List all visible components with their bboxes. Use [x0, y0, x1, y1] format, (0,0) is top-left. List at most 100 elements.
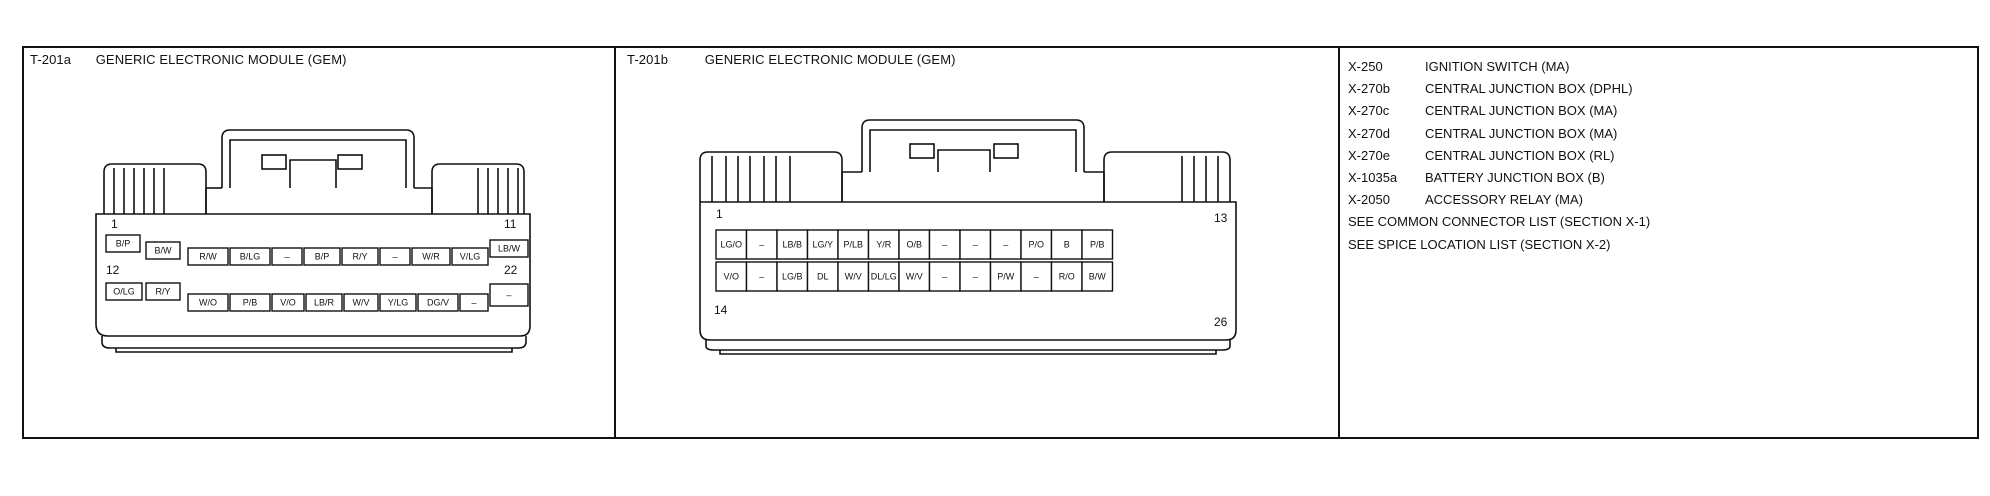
- connector-b-header: T-201b GENERIC ELECTRONIC MODULE (GEM): [627, 52, 956, 67]
- connector-a-top-pin-2-label: B/W: [155, 246, 173, 256]
- connector-b-bottom-pin-16-box: [776, 261, 809, 292]
- connector-b-bottom-pin-17-label: DL: [817, 272, 829, 282]
- connector-a-top-pin-2: B/W: [145, 241, 181, 260]
- connector-b-top-pin-9-label: –: [973, 240, 978, 250]
- connector-b-top-pin-9-box: [959, 229, 992, 260]
- connector-b-bottom-pin-14: V/O: [715, 261, 748, 292]
- connector-b-top-pin-3: LB/B: [776, 229, 809, 260]
- connector-b-top-pin-13-label: P/B: [1090, 240, 1105, 250]
- connector-a-bottom-pin-2: R/Y: [145, 282, 181, 301]
- legend-row: X-250 IGNITION SWITCH (MA): [1348, 56, 1650, 78]
- panel-divider-1: [614, 48, 616, 437]
- connector-a-top-pin-3-box: [187, 247, 229, 266]
- connector-a-top-pin-5-box: [271, 247, 303, 266]
- connector-b-bottom-pin-19: DL/LG: [867, 261, 900, 292]
- connector-a-bottom-pin-7: W/V: [343, 293, 379, 312]
- connector-a-top-pin-6-label: B/P: [315, 252, 330, 262]
- legend-code: X-1035a: [1348, 170, 1398, 186]
- connector-a-bottom-pin-1: O/LG: [105, 282, 143, 301]
- legend-code: X-270e: [1348, 147, 1390, 163]
- connector-a-bottom-pin-11-box: [489, 283, 529, 307]
- connector-b-top-pin-8-box: [928, 229, 961, 260]
- connector-b-bottom-pin-20-box: [898, 261, 931, 292]
- connector-b-bottom-pin-17: DL: [806, 261, 839, 292]
- connector-b-top-pin-11-box: [1020, 229, 1053, 260]
- connector-a-bottom-pin-2-label: R/Y: [155, 287, 170, 297]
- connector-b-top-pin-3-label: LB/B: [782, 240, 802, 250]
- connector-a-top-pin-11-box: [489, 239, 529, 258]
- connector-b-top-pin-6: Y/R: [867, 229, 900, 260]
- connector-b-bottom-pin-26-box: [1081, 261, 1114, 292]
- connector-b-bottom-pin-14-box: [715, 261, 748, 292]
- connector-b-top-pin-4: LG/Y: [806, 229, 839, 260]
- connector-a-bottom-pin-7-label: W/V: [353, 298, 370, 308]
- legend-description: CENTRAL JUNCTION BOX (DPHL): [1425, 81, 1633, 97]
- legend-description: IGNITION SWITCH (MA): [1425, 59, 1570, 74]
- connector-b-bottom-pin-24-box: [1020, 261, 1053, 292]
- connector-b-bottom-pin-16: LG/B: [776, 261, 809, 292]
- connector-b-top-pin-10-box: [989, 229, 1022, 260]
- connector-b-top-pin-12-box: [1050, 229, 1083, 260]
- connector-a-pin-start-top: 1: [111, 217, 118, 231]
- connector-a-pin-end-top: 11: [504, 217, 517, 231]
- connector-b-bottom-pin-24: –: [1020, 261, 1053, 292]
- connector-b-bottom-pin-21-label: –: [942, 272, 947, 282]
- connector-b-bottom-pin-15-box: [745, 261, 778, 292]
- connector-b-top-pin-10: –: [989, 229, 1022, 260]
- connector-b-top-pin-2: –: [745, 229, 778, 260]
- connector-b-bottom-pin-18-label: W/V: [845, 272, 862, 282]
- connector-a-top-pin-9: W/R: [411, 247, 451, 266]
- connector-b-top-pin-11: P/O: [1020, 229, 1053, 260]
- legend-code: X-250: [1348, 59, 1383, 74]
- connector-b-bottom-pin-15: –: [745, 261, 778, 292]
- connector-a-pin-end-bottom: 22: [504, 263, 518, 277]
- connector-b-top-pin-4-label: LG/Y: [812, 240, 833, 250]
- connector-a-bottom-pin-1-box: [105, 282, 143, 301]
- connector-a-bottom-pin-3-label: W/O: [199, 298, 217, 308]
- connector-b-top-pin-13-box: [1081, 229, 1114, 260]
- connector-a-header: T-201a GENERIC ELECTRONIC MODULE (GEM): [30, 52, 347, 67]
- connector-b-top-pin-8-label: –: [942, 240, 947, 250]
- connector-b-top-pin-5: P/LB: [837, 229, 870, 260]
- connector-a-bottom-pin-10: –: [459, 293, 489, 312]
- connector-b-bottom-pin-19-label: DL/LG: [871, 272, 897, 282]
- connector-b-top-pin-7: O/B: [898, 229, 931, 260]
- legend-description: ACCESSORY RELAY (MA): [1425, 192, 1583, 208]
- connector-b-top-pin-8: –: [928, 229, 961, 260]
- connector-a-top-pin-10-label: V/LG: [460, 252, 481, 262]
- connector-a-top-pin-1-box: [105, 234, 141, 253]
- connector-b-pin-start-top: 1: [716, 207, 723, 221]
- connector-b-top-pin-10-label: –: [1003, 240, 1008, 250]
- connector-a-top-pin-6-box: [303, 247, 341, 266]
- connector-a-bottom-pin-5-label: V/O: [280, 298, 296, 308]
- connector-a-top-pin-10: V/LG: [451, 247, 489, 266]
- connector-b-id: T-201b: [627, 52, 669, 67]
- connector-a-bottom-pin-4-box: [229, 293, 271, 312]
- connector-b-pin-start-bottom: 14: [714, 303, 728, 317]
- connector-a-top-pin-3: R/W: [187, 247, 229, 266]
- legend-description: CENTRAL JUNCTION BOX (MA): [1425, 125, 1618, 141]
- panel-divider-2: [1338, 48, 1340, 437]
- connector-a-top-pin-1-label: B/P: [116, 239, 131, 249]
- connector-a-top-pin-6: B/P: [303, 247, 341, 266]
- connector-a-top-pin-8-box: [379, 247, 411, 266]
- connector-a-top-pin-5: –: [271, 247, 303, 266]
- connector-b-bottom-pin-16-label: LG/B: [782, 272, 803, 282]
- connector-b-top-pin-7-label: O/B: [906, 240, 922, 250]
- connector-a-top-pin-9-box: [411, 247, 451, 266]
- connector-a-bottom-pin-10-label: –: [471, 298, 476, 308]
- connector-b-top-pin-2-label: –: [759, 240, 764, 250]
- connector-b-bottom-pin-20-label: W/V: [906, 272, 923, 282]
- connector-a-top-pin-7-label: R/Y: [352, 252, 367, 262]
- connector-a-top-pin-11-label: LB/W: [498, 244, 521, 254]
- connector-b-top-pin-6-label: Y/R: [876, 240, 892, 250]
- legend-description: CENTRAL JUNCTION BOX (MA): [1425, 103, 1618, 119]
- connector-b-bottom-pin-17-box: [806, 261, 839, 292]
- diagram-frame: [22, 46, 1979, 439]
- connector-b-bottom-pin-23: P/W: [989, 261, 1022, 292]
